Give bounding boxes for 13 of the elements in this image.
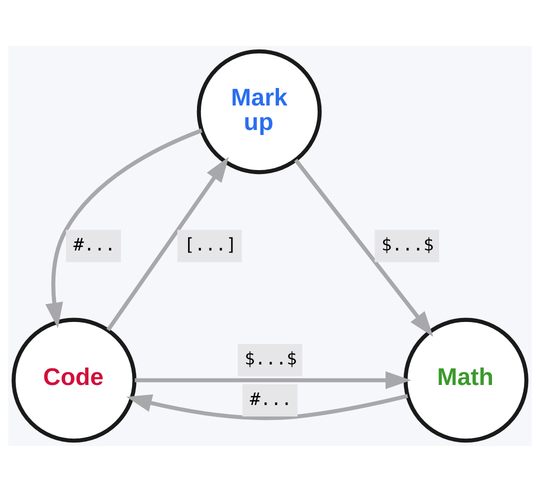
arrow: [294, 158, 434, 336]
edge-label: #...: [250, 389, 292, 410]
arrow: [106, 156, 229, 331]
edge-label: [...]: [184, 235, 237, 256]
arrow: [126, 394, 408, 420]
node-circle: Mark up: [196, 48, 322, 174]
node-circle: Math: [404, 317, 528, 442]
edge-label: $...$: [381, 235, 434, 256]
edge-label: #...: [73, 235, 116, 256]
arrow: [45, 128, 202, 328]
edge-label: $...$: [244, 349, 297, 370]
arrow: [134, 370, 412, 389]
node-circle: Code: [12, 317, 136, 442]
